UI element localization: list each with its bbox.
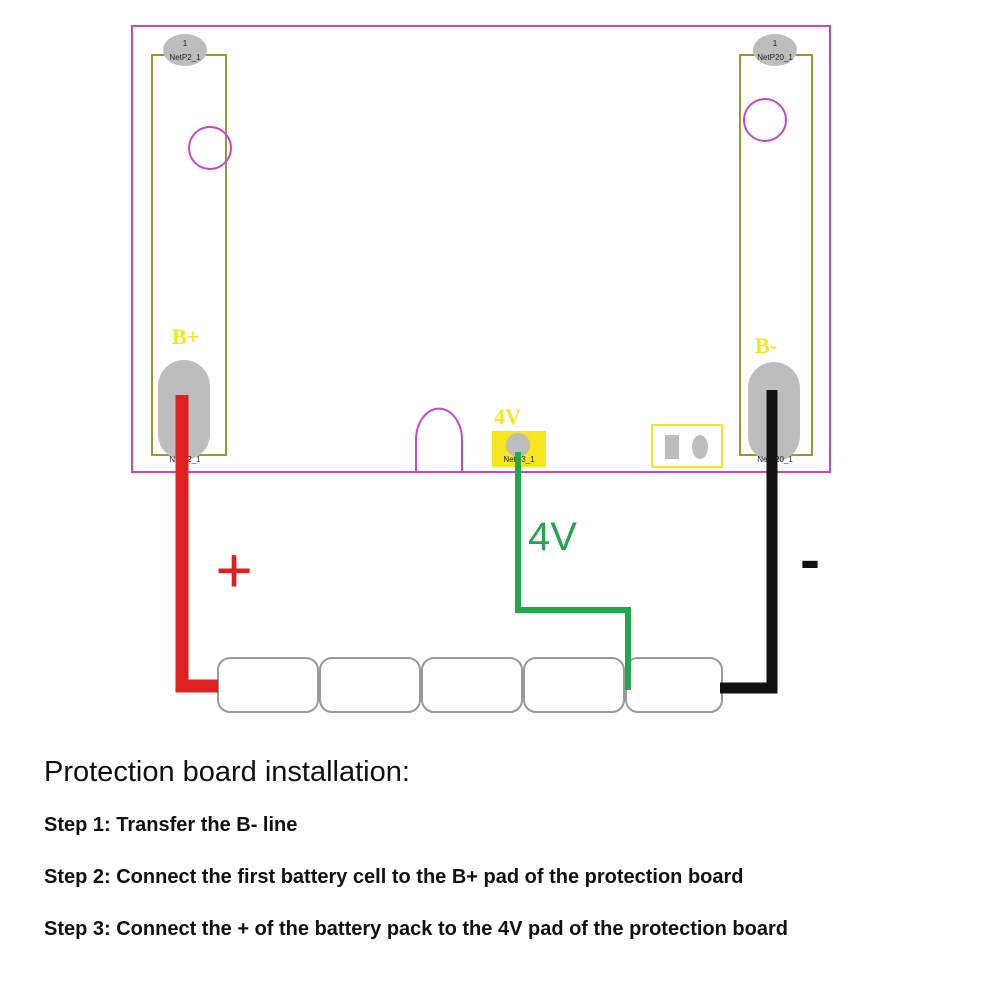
right-top-pad-number: 1 [773,39,778,48]
b-plus-label: B+ [172,324,199,349]
battery-pack [217,657,723,713]
battery-cell [625,657,723,713]
small-connector [651,424,723,468]
connector-square-pad [665,435,679,459]
connector-round-pad [692,435,708,459]
battery-cell [523,657,625,713]
right-top-pad-net: NetP20_1 [757,53,793,62]
step-3: Step 3: Connect the + of the battery pac… [44,918,788,940]
b-minus-label: B- [755,333,777,358]
protection-board-outline [131,25,831,473]
left-top-pad-number: 1 [183,39,188,48]
four-v-pad-label: 4V [494,404,521,429]
right-top-pad [753,34,797,66]
plus-label: + [215,534,252,606]
instructions-title: Protection board installation: [44,756,410,788]
step-2: Step 2: Connect the first battery cell t… [44,866,744,888]
left-top-pad-net: NetP2_1 [169,53,201,62]
sense-wire [515,452,631,690]
wiring-diagram: 1 1 NetP2_1 NetP20_1 B+ B- NetP2_1 NetP2… [131,25,831,713]
battery-cell [217,657,319,713]
arch-outline [415,407,463,472]
positive-wire [175,395,218,693]
battery-cell [421,657,523,713]
battery-cell [319,657,421,713]
left-top-pad [163,34,207,66]
four-v-pad [506,433,530,457]
negative-wire [720,390,778,694]
minus-label: - [800,526,820,593]
step-1: Step 1: Transfer the B- line [44,814,298,836]
four-v-wire-label: 4V [528,515,577,559]
right-mount-hole [743,98,787,142]
left-mount-hole [188,126,232,170]
